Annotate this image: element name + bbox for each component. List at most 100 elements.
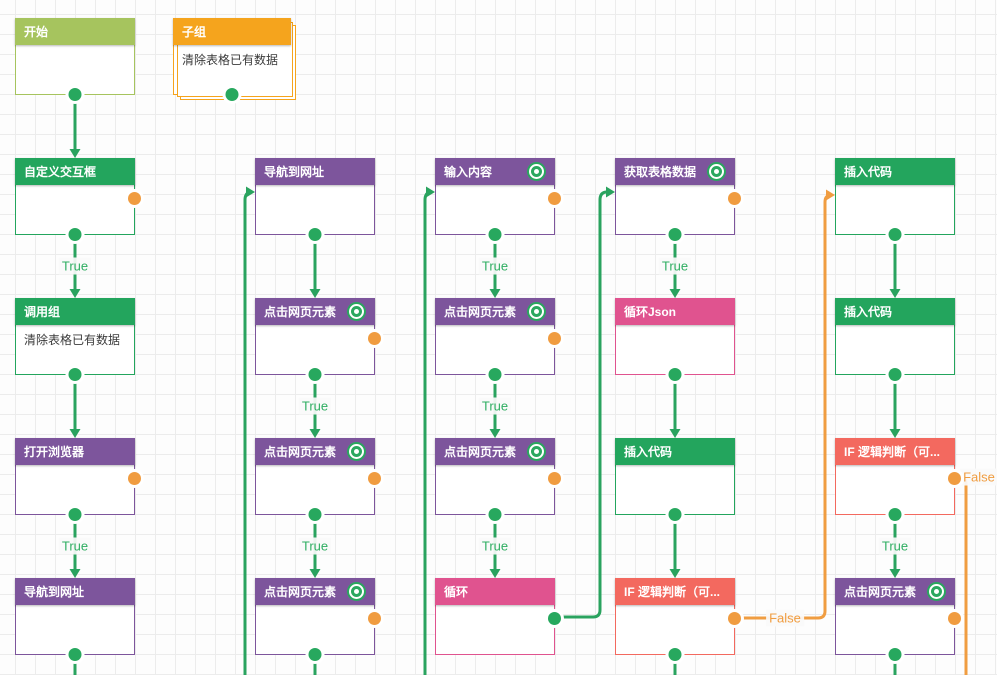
output-port[interactable] <box>68 508 82 521</box>
false-branch-port[interactable] <box>368 472 381 485</box>
output-port[interactable] <box>225 88 239 101</box>
output-port[interactable] <box>308 228 322 241</box>
edge-loopback-to-input-content[interactable] <box>423 190 433 675</box>
flow-node-custom-dialog[interactable]: 自定义交互框 <box>15 158 141 241</box>
edge-arrowhead <box>309 289 321 298</box>
false-branch-port[interactable] <box>948 472 961 485</box>
edge-arrowhead <box>309 569 321 578</box>
false-branch-port[interactable] <box>548 472 561 485</box>
edge-arrowhead <box>69 569 81 578</box>
edge-label-true: True <box>478 537 512 555</box>
output-port[interactable] <box>68 88 82 101</box>
false-branch-port[interactable] <box>368 332 381 345</box>
flow-node-click-element-3[interactable]: 点击网页元素 <box>255 438 381 521</box>
node-body <box>836 605 954 619</box>
flow-node-open-browser[interactable]: 打开浏览器 <box>15 438 141 521</box>
node-title: 获取表格数据 <box>624 165 697 179</box>
flow-node-loop-json[interactable]: 循环Json <box>615 298 735 381</box>
flow-node-loop[interactable]: 循环 <box>435 578 561 655</box>
output-port[interactable] <box>668 368 682 381</box>
output-port[interactable] <box>68 648 82 661</box>
flow-node-insert-code-3[interactable]: 插入代码 <box>615 438 735 521</box>
flow-node-insert-code-1[interactable]: 插入代码 <box>835 158 955 241</box>
output-port[interactable] <box>308 508 322 521</box>
node-header: 点击网页元素 <box>835 578 955 605</box>
flow-node-get-table-data[interactable]: 获取表格数据 <box>615 158 741 241</box>
flow-node-click-element-5[interactable]: 点击网页元素 <box>255 578 381 661</box>
output-port[interactable] <box>488 228 502 241</box>
output-port[interactable] <box>308 648 322 661</box>
node-header: 导航到网址 <box>255 158 375 185</box>
node-body <box>836 185 954 199</box>
flow-node-subgroup[interactable]: 子组清除表格已有数据 <box>173 18 291 101</box>
output-port[interactable] <box>308 368 322 381</box>
node-header: 点击网页元素 <box>255 298 375 325</box>
false-branch-port[interactable] <box>128 472 141 485</box>
false-branch-port[interactable] <box>368 612 381 625</box>
element-verified-icon <box>707 162 726 181</box>
output-port[interactable] <box>668 228 682 241</box>
node-header: 打开浏览器 <box>15 438 135 465</box>
edge-label-true: True <box>658 257 692 275</box>
flow-node-insert-code-2[interactable]: 插入代码 <box>835 298 955 381</box>
edge-if2-false-to-insert1[interactable] <box>737 193 833 620</box>
node-header: 输入内容 <box>435 158 555 185</box>
node-header: 获取表格数据 <box>615 158 735 185</box>
edge-loopback-to-navigate-1[interactable] <box>243 190 253 675</box>
node-header: 导航到网址 <box>15 578 135 605</box>
node-title: 调用组 <box>24 305 61 319</box>
edge-loop-to-get-table[interactable] <box>557 190 608 619</box>
false-branch-port[interactable] <box>128 192 141 205</box>
output-port[interactable] <box>888 368 902 381</box>
output-port[interactable] <box>888 648 902 661</box>
node-title: 点击网页元素 <box>264 585 337 599</box>
node-header: 自定义交互框 <box>15 158 135 185</box>
node-header: 插入代码 <box>835 298 955 325</box>
node-title: IF 逻辑判断（可... <box>844 445 941 459</box>
output-port[interactable] <box>488 508 502 521</box>
node-body <box>836 465 954 479</box>
false-branch-port[interactable] <box>548 192 561 205</box>
flow-node-navigate-url-2[interactable]: 导航到网址 <box>15 578 135 661</box>
output-port[interactable] <box>888 228 902 241</box>
flow-node-start[interactable]: 开始 <box>15 18 135 101</box>
node-title: 导航到网址 <box>24 585 85 599</box>
output-port[interactable] <box>68 228 82 241</box>
node-title: 导航到网址 <box>264 165 325 179</box>
flow-node-if-logic-1[interactable]: IF 逻辑判断（可... <box>835 438 961 521</box>
flow-node-click-element-1[interactable]: 点击网页元素 <box>255 298 381 381</box>
flow-node-navigate-url-1[interactable]: 导航到网址 <box>255 158 375 241</box>
node-title: 插入代码 <box>844 305 893 319</box>
false-branch-port[interactable] <box>728 192 741 205</box>
flow-node-input-content[interactable]: 输入内容 <box>435 158 561 241</box>
loop-output-port[interactable] <box>548 612 561 625</box>
output-port[interactable] <box>68 368 82 381</box>
flow-node-click-element-6[interactable]: 点击网页元素 <box>835 578 961 661</box>
output-port[interactable] <box>888 508 902 521</box>
edge-label-true: True <box>298 397 332 415</box>
node-header: IF 逻辑判断（可... <box>835 438 955 465</box>
edge-label-true: True <box>878 537 912 555</box>
node-body <box>256 185 374 199</box>
node-title: 打开浏览器 <box>24 445 85 459</box>
flow-node-if-logic-2[interactable]: IF 逻辑判断（可... <box>615 578 741 661</box>
node-body <box>16 465 134 479</box>
output-port[interactable] <box>668 508 682 521</box>
output-port[interactable] <box>668 648 682 661</box>
node-body <box>616 325 734 339</box>
flow-node-click-element-4[interactable]: 点击网页元素 <box>435 438 561 521</box>
false-branch-port[interactable] <box>948 612 961 625</box>
element-verified-icon <box>527 302 546 321</box>
node-body <box>256 465 374 479</box>
false-branch-port[interactable] <box>728 612 741 625</box>
node-body <box>616 185 734 199</box>
false-branch-port[interactable] <box>548 332 561 345</box>
output-port[interactable] <box>488 368 502 381</box>
node-title: 输入内容 <box>444 165 493 179</box>
flow-node-click-element-2[interactable]: 点击网页元素 <box>435 298 561 381</box>
flow-node-call-group[interactable]: 调用组清除表格已有数据 <box>15 298 135 381</box>
edge-arrowhead <box>309 429 321 438</box>
node-body: 清除表格已有数据 <box>24 333 121 347</box>
edge-label-false: False <box>960 468 997 486</box>
